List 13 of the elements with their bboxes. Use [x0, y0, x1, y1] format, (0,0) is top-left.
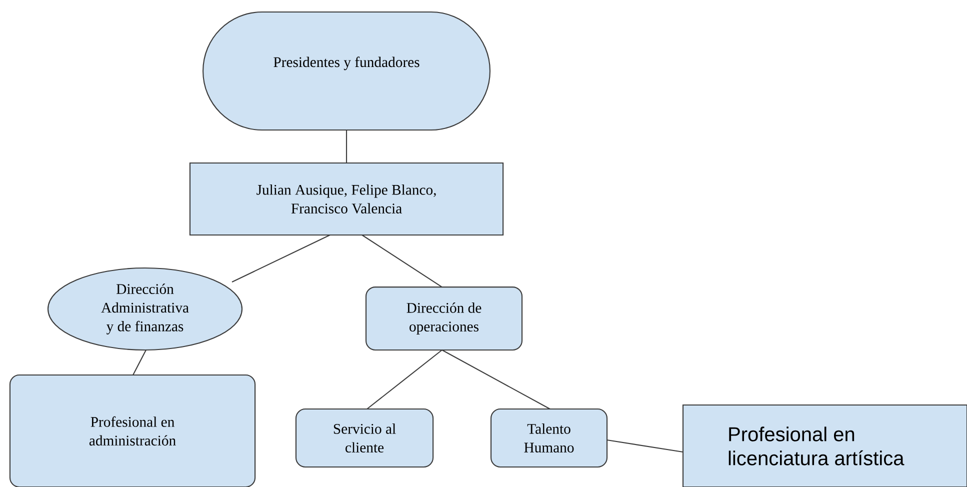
person-box: Julian Ausique, Felipe Blanco, Francisco Valencia — [189, 162, 504, 236]
role-box: Profesional en administración — [9, 374, 256, 487]
area-box: Talento Humano — [490, 408, 608, 468]
connector-line — [346, 130, 348, 163]
connector-line — [132, 350, 146, 376]
area-box: Servicio al cliente — [295, 408, 434, 468]
connector-line — [366, 350, 442, 410]
department-box: Dirección de operaciones — [365, 286, 523, 351]
connector-line — [232, 234, 330, 282]
connector-line — [442, 350, 550, 410]
connector-line — [606, 439, 684, 453]
role-box: Profesional en licenciatura artística — [682, 404, 967, 487]
connector-line — [362, 234, 442, 288]
